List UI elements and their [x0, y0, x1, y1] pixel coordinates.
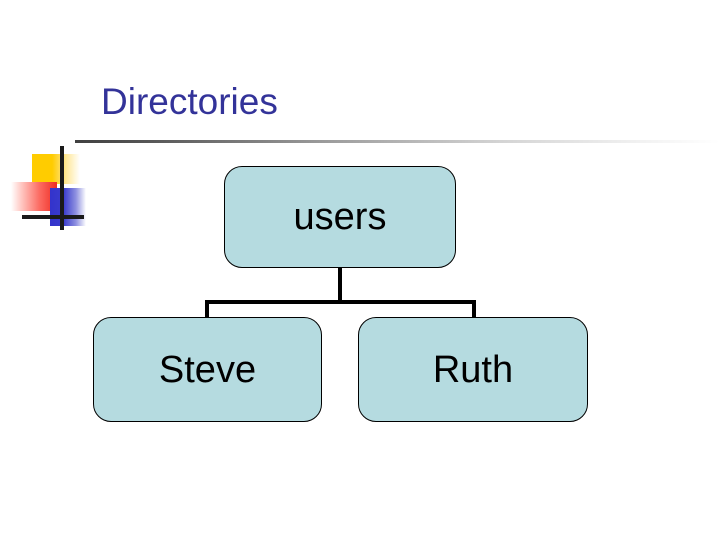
- logo-yellow-square: [32, 154, 80, 184]
- connector-horizontal-bar: [205, 300, 476, 304]
- tree-node-label: Ruth: [432, 348, 514, 391]
- tree-node-label: users: [293, 196, 387, 238]
- tree-node-users[interactable]: users: [224, 166, 456, 268]
- connector-drop-steve: [205, 300, 209, 319]
- connector-root-stem: [338, 268, 342, 304]
- logo-vertical-line: [60, 146, 64, 230]
- logo-blue-square: [50, 188, 86, 226]
- tree-node-label: Steve: [158, 348, 257, 391]
- connector-drop-ruth: [472, 300, 476, 319]
- tree-node-steve[interactable]: Steve: [93, 317, 322, 422]
- logo-red-square: [11, 182, 57, 211]
- template-logo: [0, 70, 110, 230]
- tree-node-ruth[interactable]: Ruth: [358, 317, 588, 422]
- title-divider: [75, 140, 720, 143]
- page-title: Directories: [101, 81, 278, 122]
- logo-horizontal-line: [22, 215, 84, 219]
